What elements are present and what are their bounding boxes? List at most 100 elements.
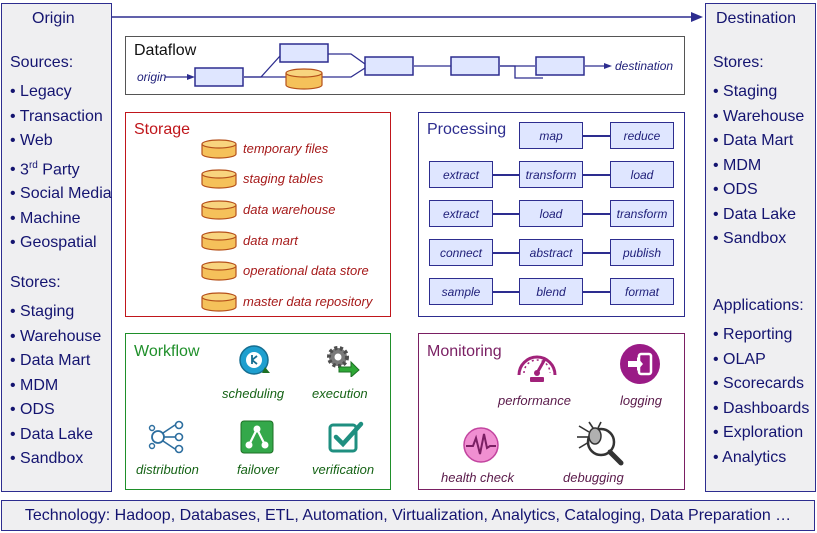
origin-stores-heading: Stores: — [10, 274, 61, 291]
destination-store-item: Data Lake — [713, 203, 804, 228]
source-item: Transaction — [10, 105, 112, 130]
storage-item: data mart — [243, 233, 298, 248]
dataflow-node — [364, 56, 414, 76]
process-node-extract: extract — [429, 161, 493, 188]
process-node-map: map — [519, 122, 583, 149]
origin-store-item: ODS — [10, 398, 101, 423]
monitoring-item-debugging: debugging — [563, 470, 624, 485]
destination-stores-heading: Stores: — [713, 54, 764, 71]
login-arrow-icon — [620, 344, 660, 384]
process-node-transform: transform — [519, 161, 583, 188]
process-node-load: load — [610, 161, 674, 188]
monitoring-title: Monitoring — [427, 343, 502, 360]
origin-panel: Origin Sources: Legacy Transaction Web 3… — [1, 3, 112, 492]
application-item: Reporting — [713, 323, 809, 348]
workflow-title: Workflow — [134, 343, 200, 360]
monitoring-item-health-check: health check — [441, 470, 514, 485]
process-connector — [583, 252, 611, 254]
destination-panel: Destination Stores: Staging Warehouse Da… — [705, 3, 816, 492]
storage-item: operational data store — [243, 263, 369, 278]
destination-store-item: MDM — [713, 154, 804, 179]
application-item: Scorecards — [713, 372, 809, 397]
process-node-connect: connect — [429, 239, 493, 266]
process-connector — [583, 174, 611, 176]
applications-list: Reporting OLAP Scorecards Dashboards Exp… — [713, 323, 809, 470]
process-node-publish: publish — [610, 239, 674, 266]
bug-magnifier-icon — [577, 421, 624, 466]
process-node-load: load — [519, 200, 583, 227]
destination-store-item: Sandbox — [713, 227, 804, 252]
storage-cylinder-icon — [201, 261, 237, 281]
destination-title: Destination — [716, 10, 797, 27]
process-node-format: format — [610, 278, 674, 305]
process-connector — [583, 291, 611, 293]
origin-store-item: Warehouse — [10, 325, 101, 350]
workflow-item-verification: verification — [312, 462, 375, 477]
checkbox-icon — [328, 421, 364, 453]
heartbeat-icon — [463, 427, 499, 463]
destination-store-item: Warehouse — [713, 105, 804, 130]
monitoring-box: Monitoring performance logging health ch… — [418, 333, 685, 490]
source-item: Geospatial — [10, 231, 112, 256]
process-connector — [493, 213, 521, 215]
process-node-sample: sample — [429, 278, 493, 305]
origin-store-item: MDM — [10, 374, 101, 399]
application-item: OLAP — [713, 348, 809, 373]
dataflow-origin-label: origin — [137, 70, 167, 84]
source-item: 3rd Party — [10, 154, 112, 183]
monitoring-item-logging: logging — [620, 393, 662, 408]
technology-bar: Technology: Hadoop, Databases, ETL, Auto… — [1, 500, 815, 531]
origin-to-destination-arrow — [93, 12, 703, 22]
application-item: Dashboards — [713, 397, 809, 422]
storage-cylinder-icon — [201, 292, 237, 312]
storage-cylinder-icon — [201, 231, 237, 251]
origin-title: Origin — [32, 10, 75, 27]
processing-title: Processing — [427, 121, 507, 138]
dataflow-title: Dataflow — [134, 42, 197, 59]
gear-arrow-icon — [327, 346, 360, 377]
origin-store-item: Data Mart — [10, 349, 101, 374]
source-item: Machine — [10, 207, 112, 232]
destination-stores-list: Staging Warehouse Data Mart MDM ODS Data… — [713, 80, 804, 252]
destination-store-item: ODS — [713, 178, 804, 203]
destination-store-item: Staging — [713, 80, 804, 105]
source-item: Legacy — [10, 80, 112, 105]
sources-list: Legacy Transaction Web 3rd Party Social … — [10, 80, 112, 256]
process-node-transform: transform — [610, 200, 674, 227]
workflow-item-failover: failover — [237, 462, 279, 477]
applications-heading: Applications: — [713, 297, 804, 314]
storage-box: Storage temporary files staging tables d… — [125, 112, 391, 317]
dataflow-diagram — [165, 43, 612, 90]
process-connector — [493, 252, 521, 254]
dataflow-cylinder-icon — [285, 68, 323, 90]
storage-title: Storage — [134, 121, 191, 138]
process-node-reduce: reduce — [610, 122, 674, 149]
origin-stores-list: Staging Warehouse Data Mart MDM ODS Data… — [10, 300, 101, 472]
process-connector — [493, 291, 521, 293]
process-connector — [493, 174, 521, 176]
sources-heading: Sources: — [10, 54, 74, 71]
application-item: Analytics — [713, 446, 809, 471]
process-connector — [583, 213, 611, 215]
clock-refresh-icon — [239, 345, 270, 375]
dataflow-node — [535, 56, 585, 76]
process-node-extract: extract — [429, 200, 493, 227]
speedometer-icon — [517, 355, 557, 382]
source-item: Web — [10, 129, 112, 154]
processing-box: Processing map reduce extract transform … — [418, 112, 685, 317]
dataflow-node — [450, 56, 500, 76]
source-item: Social Media — [10, 182, 112, 207]
workflow-item-scheduling: scheduling — [222, 386, 285, 401]
storage-item: staging tables — [243, 171, 324, 186]
storage-item: data warehouse — [243, 202, 336, 217]
workflow-box: Workflow scheduling execution distributi… — [125, 333, 391, 490]
dataflow-node — [279, 43, 329, 63]
dataflow-destination-label: destination — [615, 59, 674, 73]
process-node-abstract: abstract — [519, 239, 583, 266]
storage-item: master data repository — [243, 294, 373, 309]
network-branch-icon — [148, 420, 184, 454]
dataflow-node — [194, 67, 244, 87]
storage-cylinder-icon — [201, 139, 237, 159]
process-connector — [583, 135, 611, 137]
monitoring-item-performance: performance — [498, 393, 571, 408]
